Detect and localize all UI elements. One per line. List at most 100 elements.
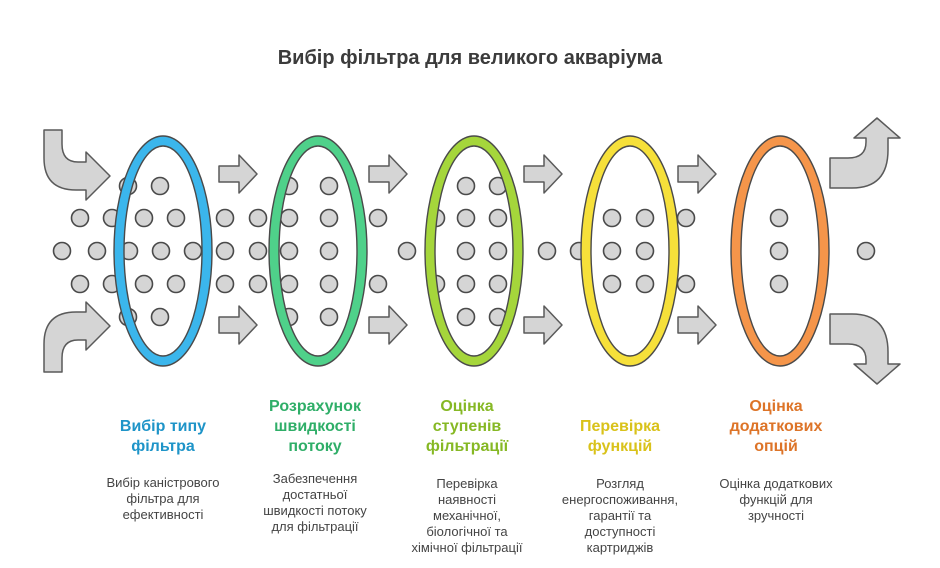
filter-rings bbox=[113, 135, 830, 367]
particle-dot bbox=[166, 208, 186, 228]
particle-dot bbox=[488, 208, 508, 228]
step-1-description: Вибір каністрового фільтра для ефективно… bbox=[88, 475, 238, 523]
filter-ring-band bbox=[731, 136, 829, 366]
particle-dot bbox=[676, 274, 696, 294]
particle-dot bbox=[635, 208, 655, 228]
particle-dot bbox=[456, 176, 476, 196]
filter-ring-outline bbox=[268, 135, 368, 367]
particle-dot bbox=[769, 274, 789, 294]
particle-dot bbox=[488, 274, 508, 294]
step-3-desc-line: біологічної та bbox=[426, 524, 508, 539]
particle-dot bbox=[488, 241, 508, 261]
particle-dot bbox=[150, 307, 170, 327]
particle-dot bbox=[215, 208, 235, 228]
right-arrow-icon bbox=[218, 154, 258, 194]
step-4-description: Розгляд енергоспоживання, гарантії та до… bbox=[545, 476, 695, 556]
particle-dots bbox=[52, 176, 876, 327]
step-3-title-line: ступенів bbox=[432, 418, 502, 435]
particle-dot bbox=[151, 241, 171, 261]
particle-dot bbox=[215, 274, 235, 294]
step-5-title-line: додаткових bbox=[729, 418, 823, 435]
step-1-title-line: фільтра bbox=[131, 438, 195, 455]
particle-dot bbox=[319, 176, 339, 196]
step-3-title-line: фільтрації bbox=[425, 438, 509, 455]
filter-ring-band bbox=[581, 136, 679, 366]
step-5-title: Оцінка додаткових опцій bbox=[701, 397, 851, 457]
filter-ring-band bbox=[114, 136, 212, 366]
filter-ring-4 bbox=[580, 135, 680, 367]
filter-ring-2 bbox=[268, 135, 368, 367]
curved-arrow-in-bottom-icon bbox=[43, 301, 111, 373]
filter-ring-inner-outline bbox=[590, 145, 670, 357]
step-3-desc-line: Перевірка bbox=[436, 476, 498, 491]
step-4-desc-line: гарантії та bbox=[588, 508, 652, 523]
filter-ring-3 bbox=[424, 135, 524, 367]
step-5-title-line: опцій bbox=[754, 438, 798, 455]
step-4-title-line: функцій bbox=[587, 438, 653, 455]
step-1-title-line: Вибір типу bbox=[119, 418, 207, 435]
particle-dot bbox=[319, 208, 339, 228]
particle-dot bbox=[368, 274, 388, 294]
curved-arrow-in-top-icon bbox=[43, 129, 111, 201]
step-2-desc-line: достатньої bbox=[282, 487, 348, 502]
filter-ring-inner-outline bbox=[434, 145, 514, 357]
filter-ring-band bbox=[269, 136, 367, 366]
step-1-title: Вибір типу фільтра bbox=[88, 417, 238, 457]
step-3-desc-line: хімічної фільтрації bbox=[411, 540, 523, 555]
particle-dot bbox=[397, 241, 417, 261]
step-2-desc-line: для фільтрації bbox=[271, 519, 359, 534]
right-arrow-icon bbox=[368, 305, 408, 345]
particle-dot bbox=[215, 241, 235, 261]
particle-dot bbox=[368, 208, 388, 228]
particle-dot bbox=[635, 241, 655, 261]
filter-ring-outline bbox=[113, 135, 213, 367]
step-4-desc-line: Розгляд bbox=[596, 476, 644, 491]
filter-ring-inner-outline bbox=[740, 145, 820, 357]
filter-ring-inner-outline bbox=[278, 145, 358, 357]
step-4-desc-line: доступності bbox=[584, 524, 656, 539]
step-5-description: Оцінка додаткових функцій для зручності bbox=[701, 476, 851, 524]
right-arrow-icon bbox=[368, 154, 408, 194]
particle-dot bbox=[456, 307, 476, 327]
step-5-desc-line: функцій для bbox=[739, 492, 813, 507]
flow-arrows bbox=[43, 117, 901, 385]
particle-dot bbox=[279, 208, 299, 228]
particle-dot bbox=[70, 274, 90, 294]
particle-dot bbox=[537, 241, 557, 261]
filter-ring-outline bbox=[730, 135, 830, 367]
particle-dot bbox=[70, 208, 90, 228]
step-2-description: Забезпечення достатньої швидкості потоку… bbox=[240, 471, 390, 535]
particle-dot bbox=[769, 241, 789, 261]
particle-dot bbox=[769, 208, 789, 228]
particle-dot bbox=[456, 208, 476, 228]
step-2-title-line: швидкості bbox=[274, 418, 356, 435]
step-5-desc-line: Оцінка додаткових bbox=[719, 476, 833, 491]
particle-dot bbox=[319, 241, 339, 261]
step-2-title-line: Розрахунок bbox=[269, 398, 361, 415]
step-3-desc-line: механічної, bbox=[433, 508, 501, 523]
particle-dot bbox=[87, 241, 107, 261]
step-3-desc-line: наявності bbox=[437, 492, 497, 507]
right-arrow-icon bbox=[523, 154, 563, 194]
step-4-desc-line: енергоспоживання, bbox=[561, 492, 679, 507]
particle-dot bbox=[856, 241, 876, 261]
particle-dot bbox=[279, 274, 299, 294]
particle-dot bbox=[456, 274, 476, 294]
particle-dot bbox=[134, 274, 154, 294]
step-2-desc-line: швидкості потоку bbox=[263, 503, 367, 518]
step-4-title-line: Перевірка bbox=[579, 418, 661, 435]
step-1-desc-line: Вибір каністрового bbox=[106, 475, 220, 490]
particle-dot bbox=[602, 241, 622, 261]
particle-dot bbox=[183, 241, 203, 261]
particle-dot bbox=[319, 274, 339, 294]
particle-dot bbox=[166, 274, 186, 294]
step-5-title-line: Оцінка bbox=[749, 398, 803, 415]
right-arrow-icon bbox=[523, 305, 563, 345]
filter-ring-outline bbox=[424, 135, 524, 367]
particle-dot bbox=[150, 176, 170, 196]
step-1-desc-line: ефективності bbox=[122, 507, 204, 522]
step-2-title: Розрахунок швидкості потоку bbox=[240, 397, 390, 457]
step-4-desc-line: картриджів bbox=[586, 540, 654, 555]
right-arrow-icon bbox=[218, 305, 258, 345]
